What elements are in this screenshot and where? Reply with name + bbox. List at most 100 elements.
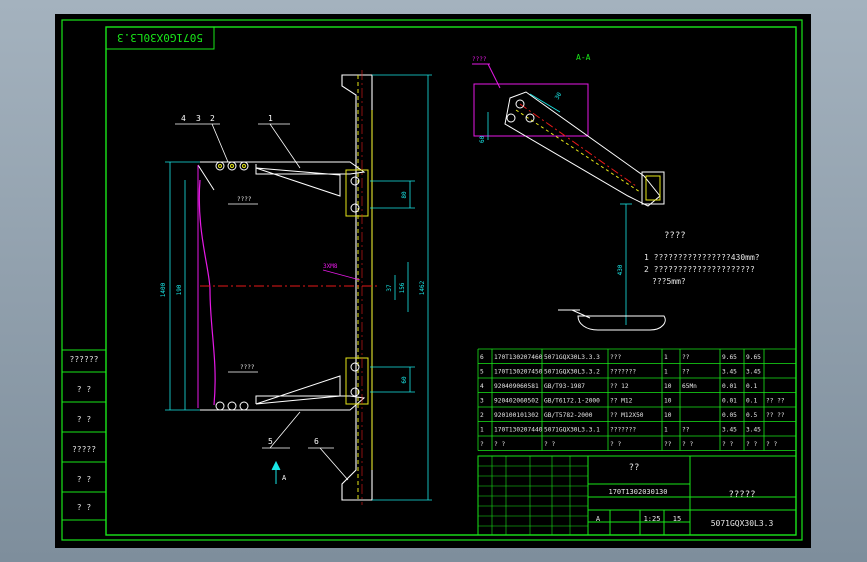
bom-cell-std: GB/T5782-2000 (544, 412, 593, 419)
callout-1: 1 (268, 114, 273, 123)
bottom-bolt-group (215, 362, 360, 411)
section-plate (473, 83, 589, 137)
bom-cell-std: 5071GQX30L3.3.1 (544, 427, 600, 434)
title-text: ?? (629, 463, 640, 473)
bom-cell-code: 170T130207450 (494, 369, 543, 376)
bom-header-cell: ? (480, 441, 484, 448)
rotated-drawing-number: 5071G0X30L3.3 (117, 31, 203, 44)
company: ????? (728, 490, 755, 500)
bom-cell-qty: 10 (664, 383, 672, 390)
technical-notes: ???? 1 ????????????????430mm? 2 ????????… (644, 231, 760, 286)
bom-header-cell: ? ? (610, 441, 621, 448)
bom-cell-code: 170T130207440 (494, 427, 543, 434)
left-cell-4: ????? (72, 445, 96, 454)
bom-cell-w1: 9.65 (722, 354, 737, 361)
arm-end-inner (645, 175, 661, 201)
bom-cell-name: ?? M12 (610, 398, 633, 405)
section-arrow-label: A (282, 474, 287, 482)
sheet-number: 15 (673, 515, 681, 523)
left-cell-6: ? ? (77, 503, 92, 512)
bom-cell-w1: 0.01 (722, 398, 737, 405)
bom-cell-code: 920100101302 (494, 412, 539, 419)
top-plate (345, 169, 369, 217)
top-bolt-group (215, 161, 360, 213)
dim-1400: 1400 (160, 282, 167, 297)
bom-cell-w2: 9.65 (746, 354, 761, 361)
bottom-bracket (200, 395, 366, 411)
top-gusset (255, 167, 341, 197)
bom-cell-no: 5 (480, 369, 484, 376)
center-dim-label: 3XM8 (323, 263, 338, 270)
outer-frame (61, 19, 803, 541)
bom-cell-no: 1 (480, 427, 484, 434)
stage: A (596, 515, 601, 523)
dim-190: 190 (176, 284, 183, 295)
sheet-background (55, 14, 811, 548)
bom-cell-name: ?? M12X50 (610, 412, 644, 419)
left-cell-5: ? ? (77, 475, 92, 484)
bom-cell-no: 6 (480, 354, 484, 361)
callout-4: 4 (181, 114, 186, 123)
bom-cell-name: ??? (610, 354, 621, 361)
arm-end-block (641, 171, 665, 205)
bom-cell-mat: ?? (682, 354, 690, 361)
bom-cell-std: 5071GQX30L3.3.3 (544, 354, 600, 361)
callout-5: 5 (268, 437, 273, 446)
ground-profile (577, 315, 666, 331)
callout-3: 3 (196, 114, 201, 123)
bom-header-cell: ?? (664, 441, 672, 448)
top-bracket (197, 161, 366, 191)
bom-cell-name: ?? 12 (610, 383, 629, 390)
title-block: ?? 170T1302030130 ????? 5071GQX30L3.3 A … (477, 455, 797, 536)
dim-37: 37 (386, 284, 393, 292)
bom-cell-code: 170T130207460 (494, 354, 543, 361)
bom-cell-no: 4 (480, 383, 484, 390)
bom-cell-qty: 1 (664, 427, 668, 434)
bom-header-cell: ? ? (494, 441, 505, 448)
bolt-note-bottom: ???? (240, 364, 255, 371)
bom-header-cell: ? ? (722, 441, 733, 448)
drawing-number: 5071GQX30L3.3 (711, 519, 774, 528)
bolt-note-top: ???? (237, 196, 252, 203)
bom-cell-std: 5071GQX30L3.3.2 (544, 369, 600, 376)
bom-cell-w1: 0.05 (722, 412, 737, 419)
left-column: ?????? ? ? ? ? ????? ? ? ? ? (62, 349, 106, 521)
bom-cell-qty: 10 (664, 398, 672, 405)
section-dimensions (487, 93, 632, 325)
side-note: ???? (472, 56, 487, 63)
scale: 1:25 (644, 515, 661, 523)
notes-line-2: 2 ????????????????????? (644, 265, 755, 274)
arm-center-line (519, 103, 637, 187)
bom-cell-mat: ?? (682, 427, 690, 434)
dim-60: 60 (401, 376, 408, 384)
bom-cell-qty: 1 (664, 369, 668, 376)
bom-cell-w1: 3.45 (722, 427, 737, 434)
section-view: A-A ???? 60 30 430 (472, 53, 666, 331)
dim-430: 430 (617, 264, 624, 275)
bom-cell-w2: 3.45 (746, 369, 761, 376)
bom-cell-mat: 65Mn (682, 383, 697, 390)
arm-hidden-line (515, 109, 641, 193)
callout-6: 6 (314, 437, 319, 446)
front-dimensions (165, 74, 432, 501)
bom-cell-w1: 0.01 (722, 383, 737, 390)
dim-156: 156 (399, 282, 406, 293)
bom-cell-code: 920402060502 (494, 398, 539, 405)
bom-cell-name: ??????? (610, 369, 636, 376)
notes-title: ???? (664, 231, 686, 241)
bom-cell-no: 2 (480, 412, 484, 419)
callout-2: 2 (210, 114, 215, 123)
notes-line-1: 1 ????????????????430mm? (644, 253, 760, 262)
bom-header-cell: ? ? (746, 441, 757, 448)
bom-cell-w1: 3.45 (722, 369, 737, 376)
bom-cell-no: 3 (480, 398, 484, 405)
front-view: 1400 190 80 60 37 156 1462 3XM8 4 3 2 1 … (160, 70, 432, 505)
dim-1462: 1462 (419, 280, 426, 295)
bom-cell-code: 920409060581 (494, 383, 539, 390)
bom-cell-note: ?? ?? (766, 412, 785, 419)
rotated-number-box (105, 26, 215, 50)
left-cell-2: ? ? (77, 385, 92, 394)
